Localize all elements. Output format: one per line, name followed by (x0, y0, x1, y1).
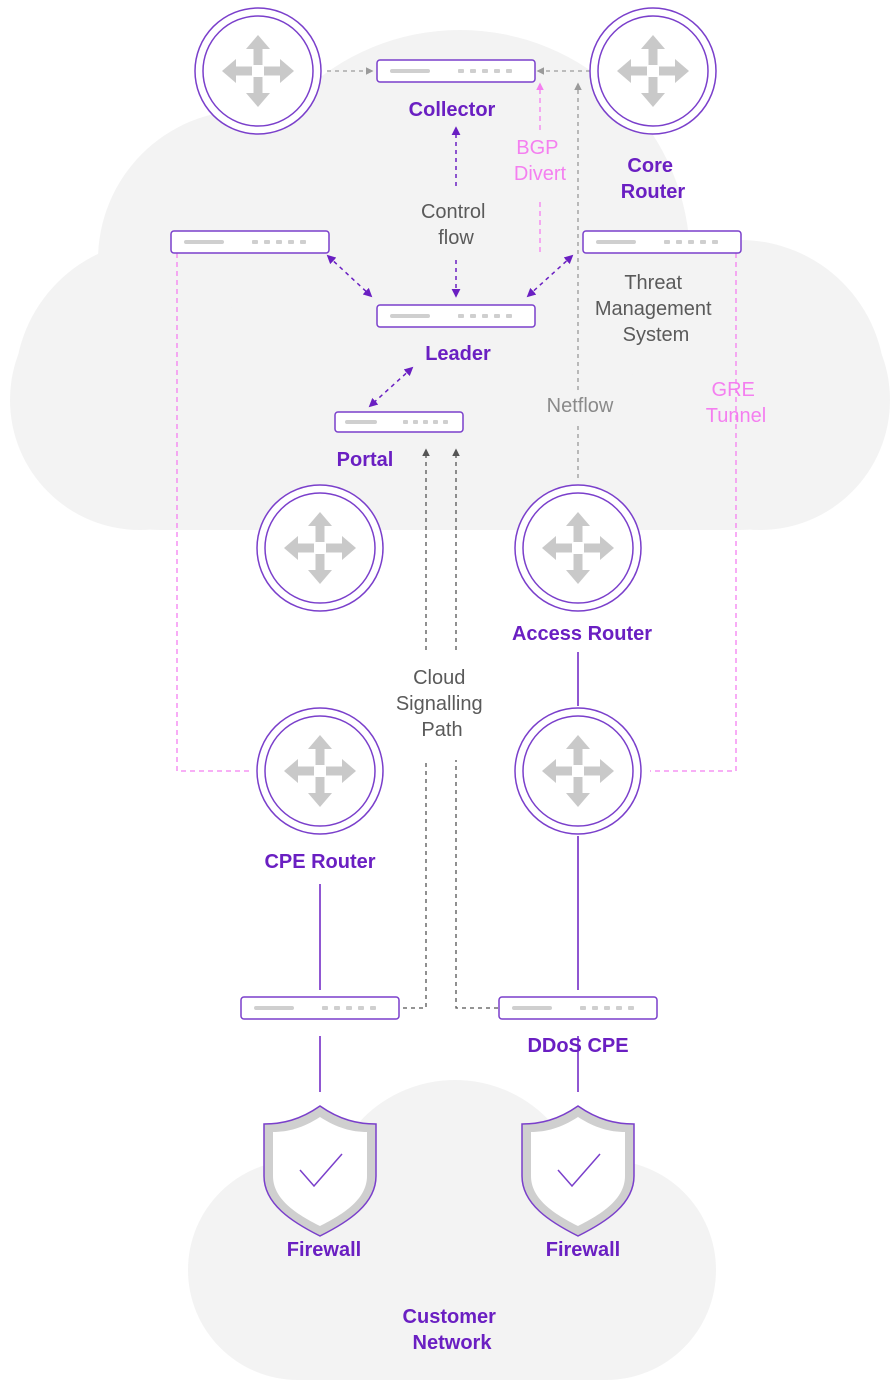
edge-router (194, 7, 322, 135)
leader-appliance (376, 304, 536, 328)
customer-network-label: Customer Network (403, 1306, 502, 1354)
core-router (589, 7, 717, 135)
collector-appliance (376, 59, 536, 83)
leader-portal-arrow (368, 366, 414, 408)
gre-tunnel-path (176, 253, 737, 772)
cloud-signalling-path (403, 448, 498, 1009)
portal-appliance (334, 411, 464, 433)
solid-links (319, 652, 579, 1092)
access-router (514, 484, 642, 612)
portal-label: Portal (337, 449, 394, 471)
cpe-router (256, 707, 384, 835)
leader-label: Leader (425, 343, 491, 365)
access-router-label: Access Router (512, 623, 652, 645)
threat-management-label: Threat Management System (595, 272, 717, 346)
bgp-divert-label: BGP Divert (514, 137, 567, 185)
threat-management-appliance (582, 230, 742, 254)
ddos-cpe-label: DDoS CPE (527, 1035, 628, 1057)
firewall-right-label: Firewall (546, 1239, 620, 1261)
cpe-appliance (240, 996, 400, 1020)
customer-edge-router (514, 707, 642, 835)
firewall-left-label: Firewall (287, 1239, 361, 1261)
control-flow-label: Control flow (421, 201, 491, 249)
collector-label: Collector (409, 99, 496, 121)
core-router-label: Core Router (621, 155, 686, 203)
leader-left-appliance-arrow (326, 254, 373, 298)
leader-threat-mgmt-arrow (526, 254, 574, 298)
left-appliance (170, 230, 330, 254)
provider-cloud (10, 30, 890, 530)
portal-router (256, 484, 384, 612)
cloud-signalling-label: Cloud Signalling Path (396, 667, 488, 741)
ddos-cpe-appliance (498, 996, 658, 1020)
netflow-label: Netflow (547, 395, 614, 417)
cpe-router-label: CPE Router (264, 851, 375, 873)
gre-tunnel-label: GRE Tunnel (706, 379, 766, 427)
